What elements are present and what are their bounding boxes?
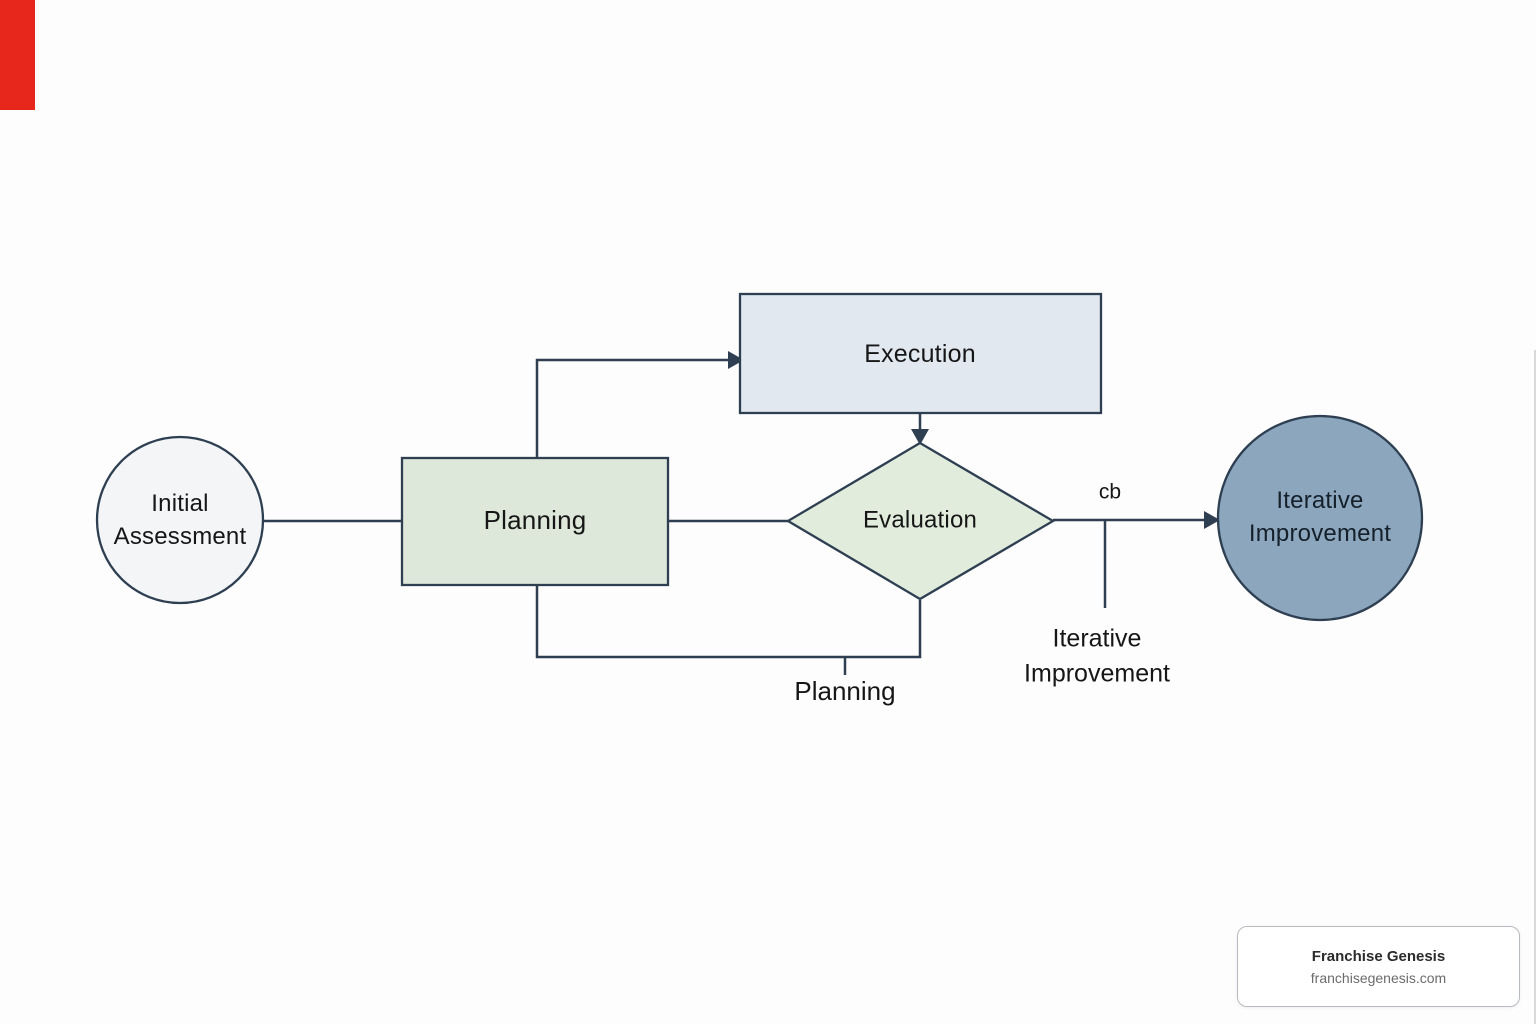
planning-label: Planning — [483, 505, 587, 536]
edge-evaluation-loop-to-planning — [535, 585, 922, 659]
watermark-badge: Franchise Genesis franchisegenesis.com — [1237, 926, 1520, 1007]
arrowhead-execution — [728, 351, 744, 369]
node-initial-assessment — [95, 435, 265, 605]
edge-label-iterative-improvement: Iterative Improvement — [1024, 622, 1170, 691]
node-execution — [738, 292, 1103, 415]
iterative-improvement-label: Iterative Improvement — [1249, 484, 1391, 550]
initial-assessment-label-line2: Assessment — [113, 523, 247, 550]
initial-assessment-label: Initial Assessment — [114, 487, 247, 553]
iterative-improvement-label-line2: Improvement — [1248, 520, 1392, 547]
red-corner-accent — [0, 0, 35, 110]
badge-url: franchisegenesis.com — [1310, 969, 1447, 986]
node-planning — [400, 456, 670, 587]
execution-label: Execution — [864, 339, 976, 368]
iterative-improvement-label-line1: Iterative — [1276, 486, 1364, 514]
edge-label-cb: cb — [1098, 480, 1122, 504]
edge-label-iterative-line2: Improvement — [1024, 659, 1170, 687]
right-edge-line — [1534, 350, 1536, 1024]
initial-assessment-label-line1: Initial — [151, 489, 209, 517]
evaluation-label: Evaluation — [862, 506, 978, 534]
arrowhead-improvement — [1204, 511, 1220, 529]
badge-title: Franchise Genesis — [1311, 947, 1446, 965]
node-iterative-improvement — [1216, 414, 1424, 622]
edge-planning-to-execution — [535, 358, 728, 458]
edge-label-iterative-line1: Iterative — [1052, 624, 1142, 653]
node-evaluation — [785, 441, 1056, 601]
arrowhead-evaluation — [911, 429, 929, 445]
edge-label-planning-loop: Planning — [794, 676, 896, 707]
